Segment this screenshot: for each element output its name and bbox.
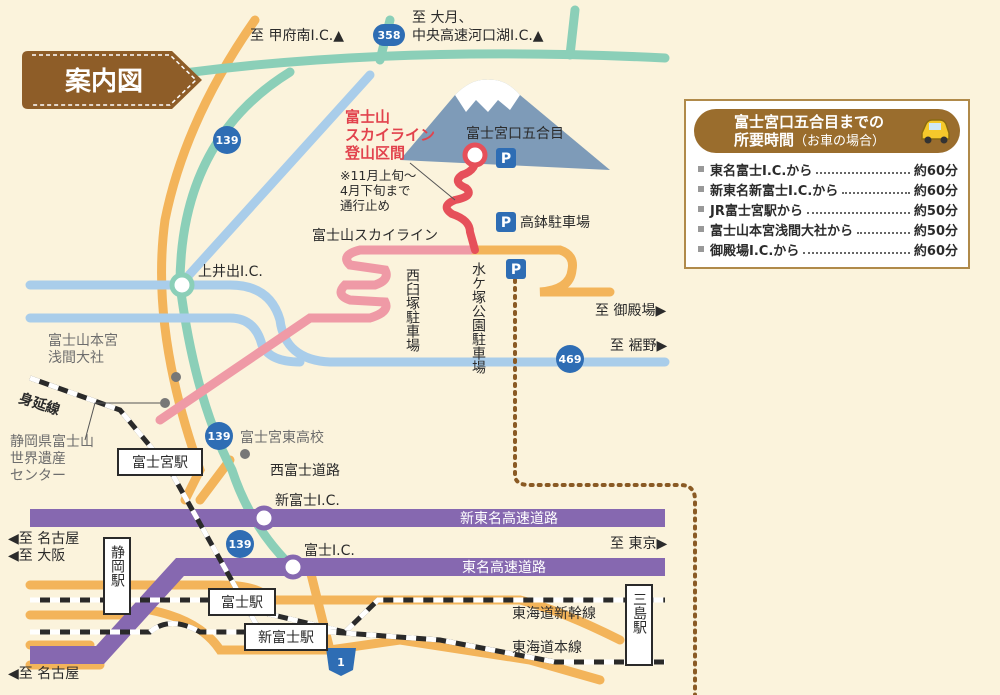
station-shin-fuji: 新富士駅 (244, 623, 328, 651)
station-mishima: 三島駅 (625, 584, 653, 666)
dest-nagoya-top: ◀至 名古屋 (8, 531, 79, 547)
dest-osaka: ◀至 大阪 (8, 548, 65, 564)
dest-nagoya-bottom: ◀至 名古屋 (8, 666, 79, 682)
hongu-shrine-dot (171, 372, 181, 382)
fuji-ic-label: 富士I.C. (304, 542, 355, 559)
kamiide-ic-marker (169, 272, 195, 298)
dest-tokyo: 至 東京▶ (610, 536, 667, 552)
svg-text:469: 469 (559, 353, 582, 366)
school-dot (240, 449, 250, 459)
travel-time-row: 東名富士I.C.から約60分 (698, 159, 958, 179)
shinfuji-ic-label: 新富士I.C. (275, 492, 340, 509)
svg-text:P: P (501, 151, 511, 167)
heritage-leader-line (84, 402, 160, 441)
travel-time-row: 新東名新富士I.C.から約60分 (698, 179, 958, 199)
closure-leader-line (409, 162, 456, 201)
heritage-center-line1: 静岡県富士山 (10, 433, 94, 450)
skyline-name-line1: 富士山 (345, 108, 390, 126)
station-fujinomiya: 富士宮駅 (117, 448, 203, 476)
travel-time-row: JR富士宮駅から約50分 (698, 199, 958, 219)
closure-note-line3: 通行止め (340, 198, 390, 213)
route-358-shield: 358 (373, 24, 405, 46)
heritage-center-line2: 世界遺産 (10, 451, 66, 467)
fuji-ic-marker (280, 554, 306, 580)
car-icon (921, 119, 950, 144)
skyline-climbing (442, 151, 480, 254)
heritage-center-dot (160, 398, 170, 408)
route-469 (25, 70, 670, 367)
svg-text:新富士駅: 新富士駅 (258, 629, 314, 646)
travel-time-heading: 富士宮口五合目までの 所要時間（お車の場合） (694, 109, 960, 153)
school-label: 富士宮東高校 (240, 429, 324, 446)
skyline-name-line2: スカイライン (345, 126, 435, 144)
parking-icon-mizugazuka: P (506, 259, 526, 279)
svg-text:三島駅: 三島駅 (631, 592, 647, 634)
route-139-shield-mid: 139 (205, 422, 233, 450)
route-139-shield-top: 139 (213, 126, 241, 154)
svg-text:1: 1 (337, 656, 345, 669)
shin-tomei-label: 新東名高速道路 (460, 510, 558, 527)
svg-text:静岡駅: 静岡駅 (109, 545, 125, 587)
svg-text:139: 139 (229, 538, 252, 551)
closure-note-line2: 4月下旬まで (340, 183, 410, 198)
nishiusuzuka-parking-label: 西臼塚駐車場 (404, 268, 420, 352)
shinkansen-label: 東海道新幹線 (512, 605, 596, 622)
svg-text:P: P (511, 262, 521, 278)
svg-text:139: 139 (208, 430, 231, 443)
expressways (30, 509, 665, 664)
station-fuji: 富士駅 (208, 588, 276, 616)
hongu-shrine-line2: 浅間大社 (48, 350, 104, 366)
kamiide-ic-label: 上井出I.C. (198, 264, 263, 280)
nishifuji-road-label: 西富士道路 (270, 462, 340, 479)
parking-icon-takabachi: P (496, 212, 516, 232)
dest-otsuki-1: 至 大月、 (412, 10, 472, 26)
hongu-shrine-line1: 富士山本宮 (48, 332, 118, 349)
travel-time-heading-line2: 所要時間（お車の場合） (734, 131, 886, 149)
tomei-label: 東名高速道路 (462, 559, 546, 576)
takabachi-parking-label: 高鉢駐車場 (520, 214, 590, 231)
dest-kofu-minami: 至 甲府南I.C.▲ (250, 28, 344, 44)
travel-time-row: 富士山本宮浅間大社から約50分 (698, 219, 958, 239)
dest-susono: 至 裾野▶ (610, 338, 667, 354)
skyline-label: 富士山スカイライン (312, 227, 438, 244)
heritage-center-line3: センター (10, 468, 66, 484)
skyline-name-line3: 登山区間 (344, 144, 405, 162)
shinfuji-ic-marker (251, 505, 277, 531)
shuttle-dotted-route (513, 278, 697, 695)
route-1-shield: 1 (326, 648, 356, 676)
honsen-label: 東海道本線 (512, 640, 582, 656)
station-shizuoka: 静岡駅 (103, 537, 131, 615)
travel-time-panel: 富士宮口五合目までの 所要時間（お車の場合） 東名富士I.C.から約60分 新東… (684, 99, 970, 269)
rail-lines (29, 375, 665, 665)
travel-time-heading-line1: 富士宮口五合目までの (734, 113, 885, 131)
dest-otsuki-2: 中央高速河口湖I.C.▲ (412, 27, 544, 44)
parking-icon-goal: P (496, 148, 516, 168)
svg-text:139: 139 (216, 134, 239, 147)
skyline-lower (155, 245, 475, 425)
closure-note-line1: ※11月上旬〜 (340, 168, 416, 183)
goal-marker (462, 142, 488, 168)
svg-text:P: P (501, 215, 511, 231)
svg-text:358: 358 (378, 29, 401, 42)
svg-text:富士宮駅: 富士宮駅 (132, 454, 188, 471)
minobu-line-label: 身延線 (17, 390, 62, 419)
mount-fuji-illustration (400, 79, 610, 170)
dest-gotemba: 至 御殿場▶ (595, 303, 666, 319)
title-banner: 案内図 (22, 51, 202, 109)
travel-time-row: 御殿場I.C.から約60分 (698, 239, 958, 259)
svg-text:富士駅: 富士駅 (221, 594, 263, 611)
mizugazuka-parking-label: 水ケ塚公園駐車場 (470, 262, 486, 374)
goal-label: 富士宮口五合目 (466, 125, 564, 142)
route-139-shield-bottom: 139 (226, 530, 254, 558)
page-title: 案内図 (64, 66, 143, 97)
route-469-shield: 469 (556, 345, 584, 373)
